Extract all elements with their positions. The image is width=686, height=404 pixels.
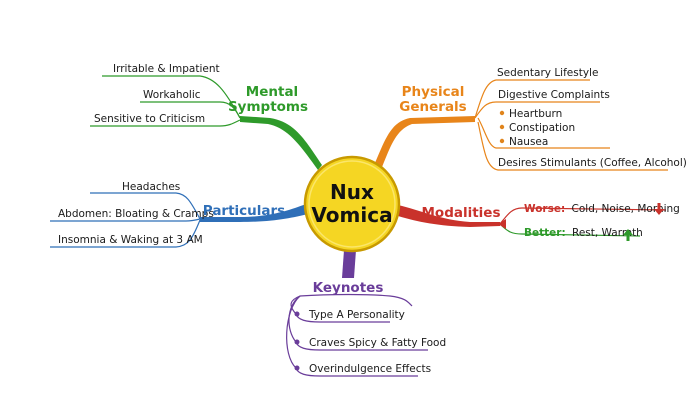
modalities-leaves [499, 207, 667, 225]
better-text: Rest, Warmth [572, 227, 643, 239]
keynote-bullet-icon [294, 339, 300, 345]
bullet-icon [499, 110, 505, 116]
keynotes-branch [342, 250, 356, 278]
mental-title-2: Symptoms [228, 99, 308, 115]
mental-item-2: Workaholic [143, 89, 201, 101]
keynotes-item-3: Overindulgence Effects [309, 363, 431, 375]
modalities-worse: Worse: Cold, Noise, Morning [524, 203, 680, 215]
particulars-item-1: Headaches [122, 181, 180, 193]
center-title-2: Vomica [311, 203, 392, 227]
particulars-item-3: Insomnia & Waking at 3 AM [58, 234, 203, 246]
bullet-icon [499, 124, 505, 130]
physical-leaves [474, 79, 668, 171]
physical-item-2: Digestive Complaints [498, 89, 610, 101]
mental-branch [240, 116, 322, 170]
modalities-title: Modalities [421, 205, 500, 221]
mental-item-3: Sensitive to Criticism [94, 113, 205, 125]
particulars-item-2: Abdomen: Bloating & Cramps [58, 208, 214, 220]
mental-item-1: Irritable & Impatient [113, 63, 220, 75]
physical-item-1: Sedentary Lifestyle [497, 67, 598, 79]
physical-sub-1: Heartburn [509, 108, 562, 120]
physical-sub-2: Constipation [509, 122, 575, 134]
physical-item-3: Desires Stimulants (Coffee, Alcohol) [498, 157, 686, 169]
mental-leaves [90, 75, 241, 127]
center-title-1: Nux [330, 180, 374, 204]
particulars-branch [200, 204, 308, 222]
mental-title: Mental [246, 84, 298, 100]
physical-title-2: Generals [399, 99, 466, 115]
keynotes-title: Keynotes [313, 280, 384, 296]
center-node-highlight [308, 160, 396, 248]
center-node [303, 155, 401, 253]
bullet-icon [499, 138, 505, 144]
particulars-title: Particulars [203, 203, 285, 219]
arrow-up-icon [623, 229, 633, 241]
keynotes-item-2: Craves Spicy & Fatty Food [309, 337, 446, 349]
worse-label: Worse: [524, 203, 565, 215]
modalities-junction-icon [498, 219, 506, 229]
modalities-branch [398, 205, 500, 227]
keynote-bullet-icon [294, 365, 300, 371]
keynotes-item-1: Type A Personality [308, 309, 405, 321]
keynote-bullet-icon [294, 311, 300, 317]
physical-sub-3: Nausea [509, 136, 548, 148]
modalities-better: Better: Rest, Warmth [524, 227, 643, 239]
worse-text: Cold, Noise, Morning [572, 203, 680, 215]
physical-branch [372, 116, 475, 172]
better-label: Better: [524, 227, 566, 239]
particulars-leaves [50, 192, 201, 248]
physical-title: Physical [402, 84, 465, 100]
arrow-down-icon [654, 203, 664, 215]
